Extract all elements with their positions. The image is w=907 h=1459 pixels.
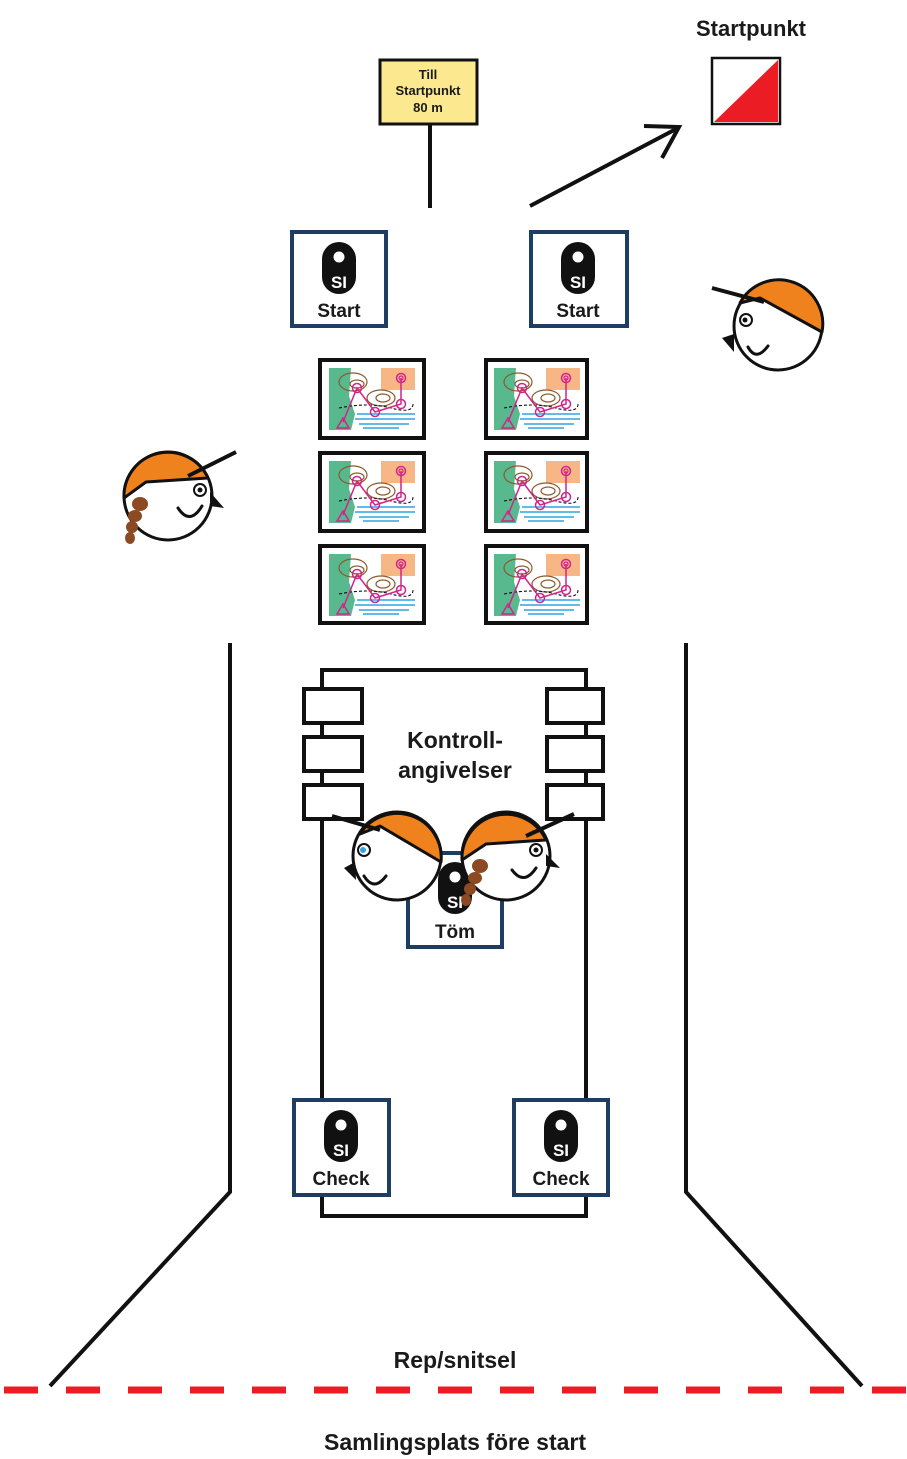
si-chip-icon: SI bbox=[331, 273, 347, 292]
official-person-icon bbox=[331, 810, 443, 902]
si-unit-check-left: SI Check bbox=[292, 1098, 391, 1197]
corridor-wall-left bbox=[48, 643, 232, 1388]
si-chip-icon: SI bbox=[447, 893, 463, 912]
gathering-area-label: Samlingsplats före start bbox=[324, 1429, 586, 1455]
rope-label: Rep/snitsel bbox=[394, 1347, 517, 1373]
map-box bbox=[318, 358, 426, 440]
sign-line-1: Till bbox=[419, 67, 438, 82]
sign-line-3: 80 m bbox=[413, 100, 443, 115]
map-box bbox=[318, 451, 426, 533]
si-chip-icon: SI bbox=[570, 273, 586, 292]
official-person-icon bbox=[460, 810, 575, 906]
control-descriptions-label-2: angivelser bbox=[398, 757, 512, 783]
braid bbox=[125, 497, 148, 544]
si-label-clear: Töm bbox=[435, 922, 475, 943]
control-descriptions-label-1: Kontroll- bbox=[407, 727, 503, 753]
direction-arrow bbox=[529, 124, 683, 208]
si-label-check-right: Check bbox=[532, 1169, 589, 1190]
si-unit-start-right: SI Start bbox=[529, 230, 629, 328]
si-chip-icon: SI bbox=[333, 1141, 349, 1160]
si-label-start-right: Start bbox=[556, 301, 600, 322]
official-person-icon bbox=[122, 450, 237, 544]
sign-line-2: Startpunkt bbox=[396, 83, 462, 98]
distance-sign: Till Startpunkt 80 m bbox=[378, 58, 479, 208]
startpunkt-title: Startpunkt bbox=[696, 16, 807, 41]
si-unit-start-left: SI Start bbox=[290, 230, 388, 328]
map-box bbox=[318, 544, 426, 625]
si-label-start-left: Start bbox=[317, 301, 361, 322]
map-box bbox=[484, 358, 589, 440]
si-label-check-left: Check bbox=[312, 1169, 369, 1190]
si-chip-icon: SI bbox=[553, 1141, 569, 1160]
si-unit-check-right: SI Check bbox=[512, 1098, 610, 1197]
official-person-icon bbox=[711, 278, 825, 372]
map-box bbox=[484, 451, 589, 533]
map-box bbox=[484, 544, 589, 625]
control-flag-icon bbox=[710, 56, 782, 126]
corridor-wall-right bbox=[684, 643, 864, 1388]
braid bbox=[461, 859, 488, 906]
